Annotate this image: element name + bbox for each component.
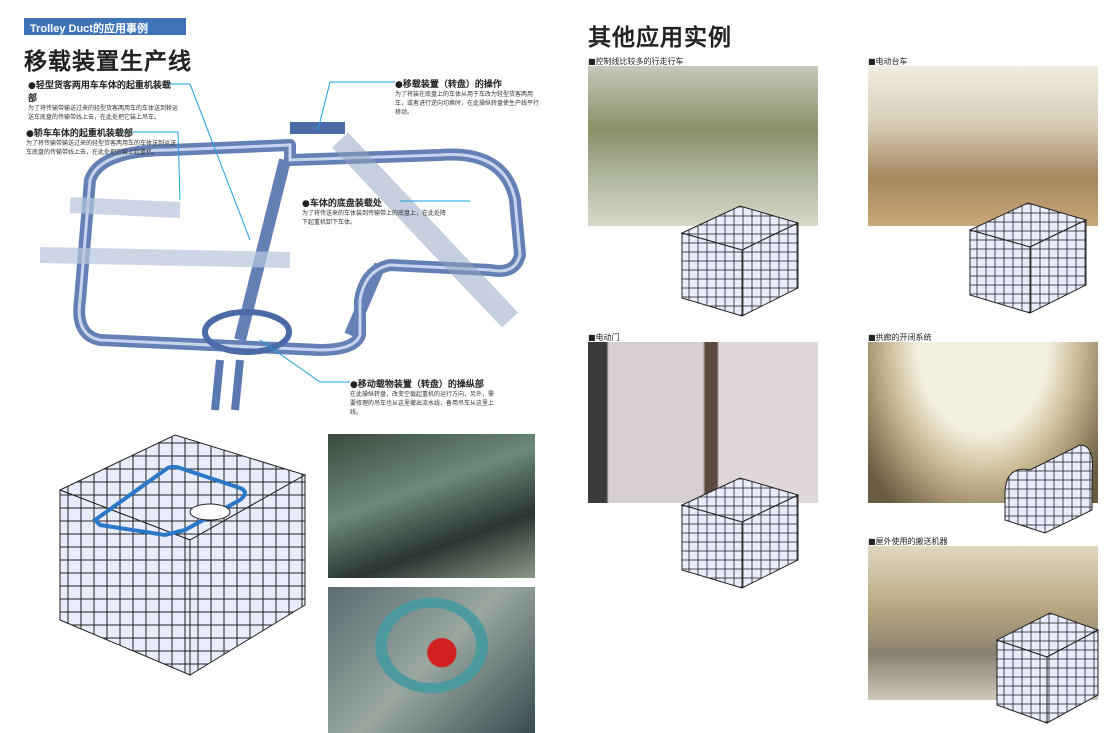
callout-turntable-control: ●移动载物装置（转盘）的操纵部 在此操纵转盘，改变空载起重机的运行方向，另外，需… bbox=[350, 377, 495, 417]
photo-cable-crane bbox=[588, 66, 818, 226]
example-label-electric-cart: ■电动台车 bbox=[868, 57, 908, 66]
grid-cube-icon bbox=[995, 612, 1100, 724]
example-label-arcade-roof: ■拱廊的开闭系统 bbox=[868, 333, 932, 342]
page-title: 移载装置生产线 bbox=[24, 49, 192, 75]
grid-arch-icon bbox=[1004, 444, 1093, 534]
example-label-outdoor-conveyor: ■屋外使用的搬送机器 bbox=[868, 537, 948, 546]
photo-crane-ceiling bbox=[328, 434, 535, 578]
callout-title: ●移载装置（转盘）的操作 bbox=[395, 80, 502, 90]
callout-turntable-operation: ●移载装置（转盘）的操作 为了将装在底盘上的车体从用于车改为轻型货客两用车，或者… bbox=[395, 77, 540, 117]
example-label-electric-door: ■电动门 bbox=[588, 333, 620, 342]
callout-text: 为了将传送来的车体装到传输带上的底盘上，在此处降下起重机卸下车体。 bbox=[302, 210, 447, 226]
callout-title: ●轿车车体的起重机装载部 bbox=[26, 129, 133, 139]
callout-title: ●轻型货客两用车车体的起重机装载部 bbox=[28, 81, 171, 104]
callout-text: 在此操纵转盘，改变空载起重机的运行方向，另外，需要修理的吊车也从这里撤出流水线，… bbox=[350, 391, 495, 416]
photo-electric-door bbox=[588, 342, 818, 503]
callout-title: ●移动载物装置（转盘）的操纵部 bbox=[350, 380, 484, 390]
callout-text: 为了将装在底盘上的车体从用于车改为轻型货客两用车，或者进行逆向切换时，在此操纵转… bbox=[395, 91, 540, 116]
callout-light-van-loading: ●轻型货客两用车车体的起重机装载部 为了将传输带输送过来的轻型货客两用车的车体送… bbox=[28, 78, 178, 122]
grid-cube-icon bbox=[680, 205, 800, 317]
grid-cube-icon bbox=[680, 477, 800, 589]
callout-sedan-loading: ●轿车车体的起重机装载部 为了将传输带输送过来的轻型货客两用车的车体送到运送车底… bbox=[26, 126, 176, 157]
right-page-title: 其他应用实例 bbox=[588, 25, 732, 51]
grid-cube-icon bbox=[968, 202, 1088, 314]
conveyor-diagram bbox=[39, 81, 526, 411]
photo-turntable-hoist bbox=[328, 587, 535, 733]
callout-title: ●车体的底盘装载处 bbox=[302, 199, 382, 209]
callout-chassis-loading: ●车体的底盘装载处 为了将传送来的车体装到传输带上的底盘上，在此处降下起重机卸下… bbox=[302, 196, 447, 227]
callout-text: 为了将传输带输送过来的轻型货客两用车的车体送到轿运送车底盘的传输带线上去，在此处… bbox=[28, 105, 179, 121]
photo-electric-cart bbox=[868, 66, 1098, 226]
example-label-cable-crane: ■控制线比较多的行走行车 bbox=[588, 57, 684, 66]
callout-text: 为了将传输带输送过来的轻型货客两用车的车体送到运送车底盘的传输带线上去，在此处把… bbox=[26, 140, 177, 156]
grid-cube-illustration bbox=[58, 434, 307, 676]
section-tag: Trolley Duct的应用事例 bbox=[24, 18, 186, 35]
